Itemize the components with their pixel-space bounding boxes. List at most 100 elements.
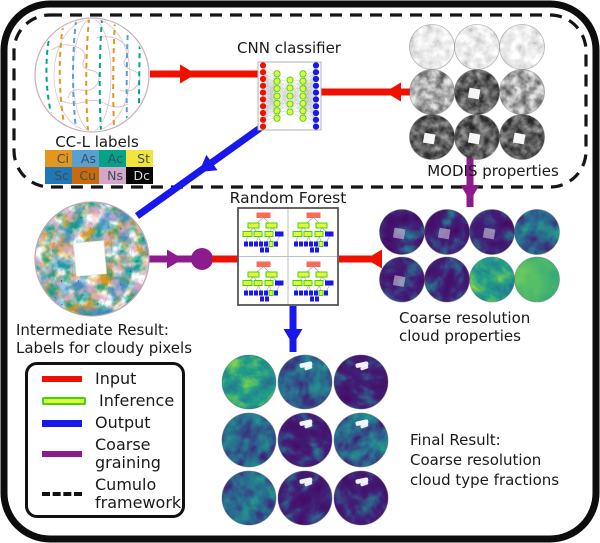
random-forest-label: Random Forest — [229, 189, 347, 207]
final-cloud-type-fractions-globe — [221, 354, 277, 410]
cnn-connection — [289, 79, 304, 104]
globe-texture — [278, 355, 332, 409]
cloud-patch — [304, 481, 313, 487]
coarse-graining-line-swatch — [42, 450, 82, 457]
coarse-properties-line2: cloud properties — [399, 327, 521, 345]
globe-texture — [469, 209, 515, 255]
globe-rim — [221, 470, 277, 526]
satellite-tracks — [45, 19, 141, 131]
granule-patch — [422, 132, 436, 145]
cnn-node-input — [259, 103, 267, 110]
cnn-node-inference — [273, 99, 281, 107]
cnn-node-input — [259, 109, 267, 117]
cumulo-framework-border — [12, 13, 588, 189]
inference-line-swatch — [42, 396, 86, 405]
cnn-node-output — [312, 62, 320, 69]
cnn-node-output — [312, 103, 320, 110]
coarse-cloud-properties-globe — [379, 209, 425, 255]
legend-item-framework: Cumulo framework — [36, 476, 181, 511]
cnn-connection — [302, 81, 317, 100]
final-cloud-type-fractions-globe — [277, 412, 333, 468]
modis-properties-globe — [499, 69, 545, 115]
arrowhead — [199, 154, 218, 172]
globe-rim — [333, 412, 389, 468]
globe-texture — [499, 69, 545, 115]
cnn-connection — [262, 103, 278, 127]
legend-item-output: Output — [36, 414, 174, 432]
coarse-cloud-properties-grid — [379, 209, 560, 303]
globe-texture — [278, 471, 332, 525]
continent-outline — [51, 44, 100, 99]
cnn-node-output — [312, 109, 320, 117]
globe-rim — [424, 209, 470, 255]
globe-rim — [379, 209, 425, 255]
cloud-type-cell-ac: Ac — [99, 150, 126, 167]
ccl-labels-title: CC-L labels — [55, 133, 139, 151]
globe-texture — [454, 24, 500, 70]
globe-texture — [278, 413, 332, 467]
coarse-cloud-properties-globe — [514, 256, 560, 303]
globe-rim — [514, 256, 560, 303]
globe-texture — [514, 209, 560, 255]
cnn-node-input — [259, 116, 267, 123]
cnn-node-output — [312, 116, 320, 123]
final-cloud-type-fractions-globe — [277, 354, 333, 410]
legend-item-input: Input — [36, 370, 174, 388]
cnn-node-input — [259, 82, 267, 89]
globe-rim — [424, 256, 470, 303]
globe-texture — [514, 257, 560, 302]
cloud-type-cell-st: St — [126, 150, 153, 167]
modis-properties-globe — [409, 114, 455, 160]
globe-texture — [409, 69, 455, 115]
modis-properties-globe — [499, 24, 545, 70]
cloud-type-code: Ns — [107, 168, 123, 183]
legend-label: Output — [95, 413, 151, 433]
globe-texture — [469, 257, 515, 302]
random-forest — [237, 207, 339, 306]
granule-patch — [467, 132, 481, 145]
globe-texture — [424, 257, 470, 302]
cloud-type-cell-ns: Ns — [99, 167, 126, 184]
cnn-connection — [262, 85, 278, 111]
framework-line-swatch — [42, 491, 82, 496]
cnn-connection — [262, 78, 278, 104]
cnn-node-inference — [273, 92, 281, 100]
coarse-cloud-properties-globe — [424, 256, 470, 303]
modis-properties-globe — [409, 24, 455, 70]
granule-patch — [467, 87, 481, 100]
cloud-type-code: Cu — [79, 168, 96, 183]
globe-texture — [334, 471, 388, 525]
globe-texture — [222, 471, 276, 526]
cnn-connection — [302, 81, 317, 107]
cnn-node-input — [259, 75, 267, 83]
input-line-swatch — [42, 375, 82, 382]
granule-patch — [73, 240, 107, 277]
coarse-graining-node — [191, 248, 213, 270]
cnn-node-input — [259, 69, 267, 76]
cnn-connection — [302, 73, 317, 100]
cnn-node-inference — [273, 85, 281, 93]
granule-patch — [437, 227, 451, 240]
continent-outline — [59, 99, 129, 108]
cnn-connection — [302, 73, 317, 93]
globe-rim — [333, 354, 389, 410]
cnn-node-output — [312, 69, 320, 76]
cnn-node-inference — [299, 99, 307, 107]
cnn-node-inference — [299, 85, 307, 93]
coarse-properties-label: Coarse resolution cloud properties — [399, 309, 530, 345]
cnn-node-inference — [286, 76, 294, 84]
modis-properties-label: MODIS properties — [427, 162, 559, 180]
globe-rim — [409, 69, 455, 115]
coarse-cloud-properties-globe — [424, 209, 470, 255]
cloud-type-cell-dc: Dc — [126, 167, 153, 184]
cnn-node-inference — [286, 100, 294, 108]
final-cloud-type-fractions-globe — [333, 470, 389, 526]
cnn-node-input — [259, 89, 267, 96]
granule-patch — [392, 275, 406, 287]
cnn-connection — [262, 73, 278, 100]
cnn-node-inference — [286, 84, 294, 92]
final-cloud-type-fractions-globe — [221, 412, 277, 468]
legend-label: Cumulo framework — [95, 475, 182, 512]
globe-rim — [221, 412, 277, 468]
